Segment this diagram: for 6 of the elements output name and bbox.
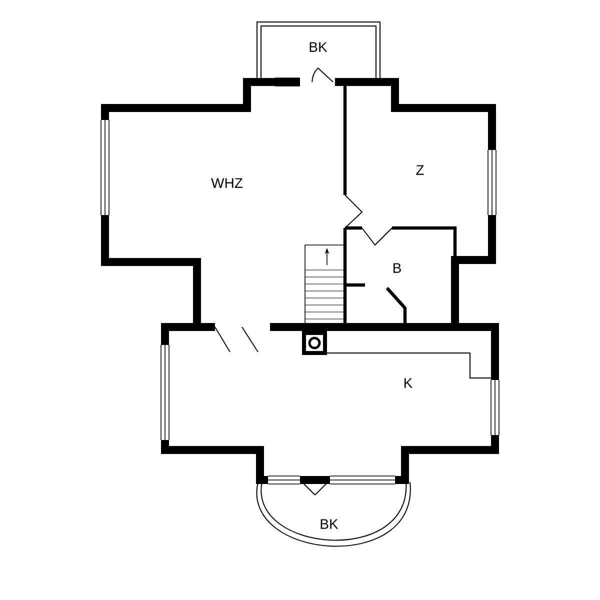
room-label: BK	[320, 519, 338, 529]
room-label: Z	[416, 165, 424, 175]
room-label: WHZ	[211, 178, 242, 188]
room-label: K	[404, 378, 412, 388]
room-label: B	[394, 263, 401, 273]
room-label: BK	[310, 42, 328, 52]
